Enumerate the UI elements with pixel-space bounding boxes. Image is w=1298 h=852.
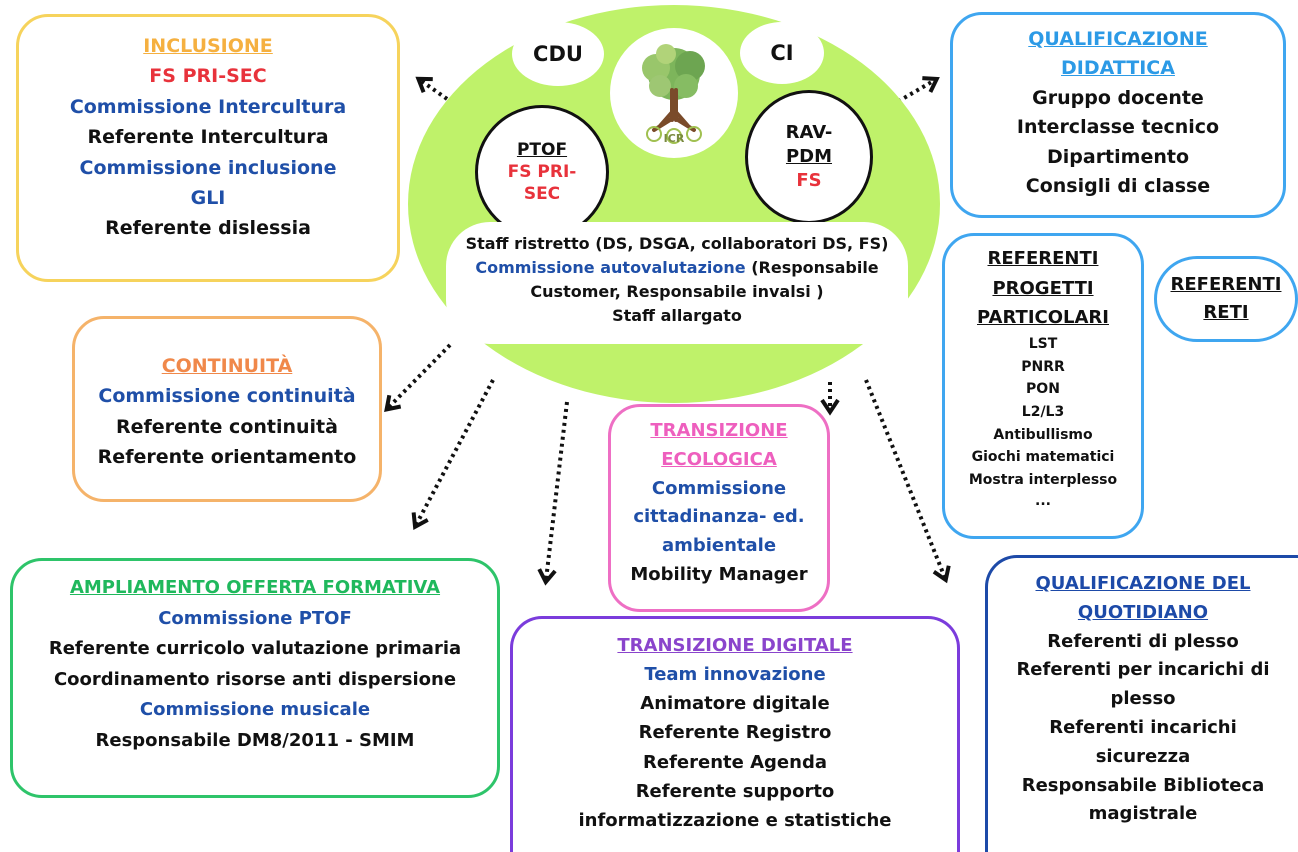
- progetti-item: PON: [1026, 381, 1060, 398]
- inclusione-title: INCLUSIONE: [143, 35, 273, 57]
- digitale-box: TRANSIZIONE DIGITALE Team innovazione An…: [510, 616, 960, 852]
- quotidiano-item: Referenti di plesso: [1047, 630, 1239, 652]
- progetti-item: Mostra interplesso: [968, 472, 1118, 489]
- inclusione-item: Referente Intercultura: [87, 126, 329, 149]
- ptof-fs-2: SEC: [523, 184, 561, 205]
- inclusione-item: Referente dislessia: [105, 217, 311, 240]
- ampliamento-item: Coordinamento risorse anti dispersione: [53, 668, 457, 690]
- ci-label: CI: [740, 22, 824, 84]
- ampliamento-box: AMPLIAMENTO OFFERTA FORMATIVA Commission…: [10, 558, 500, 798]
- quotidiano-item: Responsabile Biblioteca: [1021, 774, 1265, 796]
- quotidiano-title-1: QUALIFICAZIONE DEL: [1035, 573, 1251, 594]
- quotidiano-box: QUALIFICAZIONE DEL QUOTIDIANO Referenti …: [985, 555, 1298, 852]
- staff-customer: Customer, Responsabile invalsi ): [530, 282, 824, 301]
- didattica-item: Gruppo docente: [1032, 86, 1204, 109]
- ecologica-item: Commissione: [651, 477, 787, 499]
- reti-box: REFERENTI RETI: [1154, 256, 1298, 342]
- cdu-label: CDU: [512, 22, 604, 86]
- inclusione-box: INCLUSIONE FS PRI-SEC Commissione Interc…: [16, 14, 400, 282]
- ptof-circle: PTOF FS PRI- SEC: [475, 105, 609, 239]
- quotidiano-item: magistrale: [1088, 803, 1198, 825]
- continuita-item: Referente continuità: [116, 415, 338, 438]
- progetti-item: ...: [1035, 492, 1051, 509]
- ampliamento-title: AMPLIAMENTO OFFERTA FORMATIVA: [69, 577, 441, 598]
- continuita-title: CONTINUITÀ: [161, 355, 293, 377]
- progetti-item: L2/L3: [1021, 404, 1065, 421]
- rav-title-2: PDM: [785, 145, 833, 167]
- didattica-item: Interclasse tecnico: [1016, 116, 1220, 139]
- ecologica-title-2: ECOLOGICA: [661, 448, 777, 470]
- ecologica-title-1: TRANSIZIONE: [650, 420, 788, 441]
- ampliamento-item: Commissione musicale: [139, 699, 371, 721]
- digitale-item: Referente supporto: [635, 780, 835, 802]
- ecologica-item: Mobility Manager: [630, 563, 808, 585]
- didattica-title-1: QUALIFICAZIONE: [1028, 28, 1208, 50]
- progetti-item: PNRR: [1021, 358, 1065, 375]
- progetti-box: REFERENTI PROGETTI PARTICOLARI LST PNRR …: [942, 233, 1144, 539]
- didattica-title-2: DIDATTICA: [1061, 57, 1175, 80]
- arrow-to-continuita: [384, 343, 452, 412]
- ecologica-item: ambientale: [661, 535, 777, 557]
- digitale-title: TRANSIZIONE DIGITALE: [617, 635, 853, 656]
- quotidiano-item: plesso: [1110, 688, 1176, 710]
- school-logo: ICR: [610, 28, 738, 158]
- progetti-title-1: REFERENTI: [987, 248, 1099, 269]
- reti-title-2: RETI: [1203, 302, 1249, 323]
- rav-title-1: RAV-: [785, 121, 833, 143]
- quotidiano-item: sicurezza: [1095, 745, 1191, 767]
- arrow-to-quotidiano: [864, 379, 951, 584]
- rav-fs: FS: [796, 170, 822, 192]
- quotidiano-item: Referenti incarichi: [1049, 716, 1237, 738]
- inclusione-fs: FS PRI-SEC: [149, 65, 267, 88]
- progetti-title-3: PARTICOLARI: [977, 307, 1109, 329]
- progetti-title-2: PROGETTI: [992, 277, 1094, 299]
- staff-autovalutazione: Commissione autovalutazione (Responsabil…: [475, 258, 879, 277]
- ecologica-item: cittadinanza- ed.: [633, 506, 805, 528]
- inclusione-item: Commissione Intercultura: [69, 95, 347, 118]
- continuita-item: Referente orientamento: [97, 446, 357, 469]
- staff-ristretto: Staff ristretto (DS, DSGA, collaboratori…: [465, 234, 889, 253]
- inclusione-item: Commissione inclusione: [79, 156, 337, 179]
- ecologica-box: TRANSIZIONE ECOLOGICA Commissione cittad…: [608, 404, 830, 612]
- arrow-to-ampliamento: [411, 379, 495, 530]
- ampliamento-item: Referente curricolo valutazione primaria: [48, 638, 462, 660]
- ptof-title: PTOF: [516, 139, 568, 160]
- reti-title-1: REFERENTI: [1170, 274, 1282, 296]
- rav-circle: RAV- PDM FS: [745, 90, 873, 224]
- digitale-item: Animatore digitale: [640, 693, 830, 715]
- ampliamento-item: Responsabile DM8/2011 - SMIM: [95, 729, 415, 751]
- digitale-item: Team innovazione: [644, 664, 826, 686]
- progetti-item: Antibullismo: [993, 426, 1093, 443]
- quotidiano-item: Referenti per incarichi di: [1016, 659, 1270, 681]
- digitale-item: Referente Registro: [638, 722, 832, 744]
- continuita-box: CONTINUITÀ Commissione continuità Refere…: [72, 316, 382, 502]
- ptof-fs-1: FS PRI-: [507, 161, 577, 182]
- digitale-item: informatizzazione e statistiche: [578, 809, 892, 831]
- didattica-box: QUALIFICAZIONE DIDATTICA Gruppo docente …: [950, 12, 1286, 218]
- staff-allargato: Staff allargato: [612, 306, 742, 325]
- didattica-item: Consigli di classe: [1025, 175, 1211, 198]
- arrow-to-inclusione: [415, 76, 472, 117]
- digitale-item: Referente Agenda: [643, 751, 827, 773]
- progetti-item: LST: [1028, 336, 1058, 353]
- svg-text:ICR: ICR: [664, 132, 685, 145]
- inclusione-item: GLI: [190, 186, 226, 209]
- staff-block: Staff ristretto (DS, DSGA, collaboratori…: [446, 222, 908, 344]
- tree-icon: ICR: [642, 44, 705, 145]
- progetti-item: Giochi matematici: [971, 449, 1115, 466]
- quotidiano-title-2: QUOTIDIANO: [1077, 601, 1209, 623]
- ampliamento-item: Commissione PTOF: [158, 607, 352, 629]
- didattica-item: Dipartimento: [1046, 145, 1190, 168]
- arrow-to-lower-center: [537, 401, 569, 586]
- continuita-item: Commissione continuità: [98, 385, 356, 408]
